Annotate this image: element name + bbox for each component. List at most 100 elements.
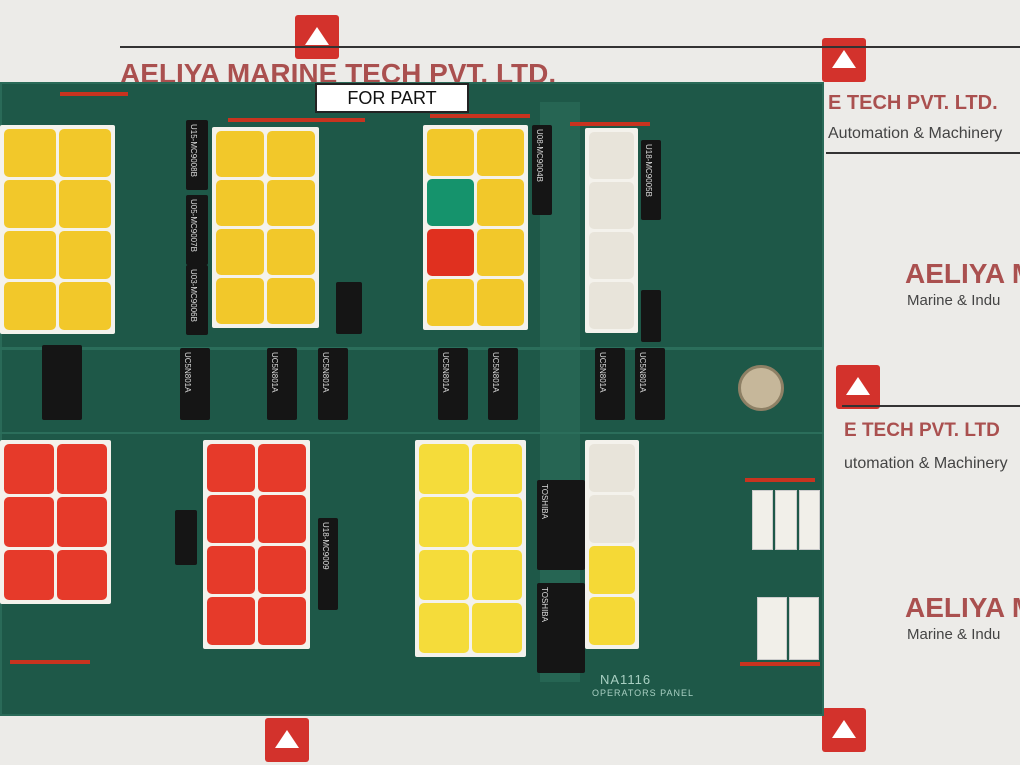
brand-logo — [265, 718, 309, 762]
led-button — [419, 444, 469, 494]
ic-chip: UC5N801A — [318, 348, 348, 420]
divider — [120, 46, 1020, 48]
ic-chip: UC5N801A — [595, 348, 625, 420]
ic-chip — [42, 345, 82, 420]
led-button — [589, 444, 635, 492]
led-button — [267, 180, 315, 226]
watermark-company: E TECH PVT. LTD. — [828, 92, 998, 114]
ic-chip — [175, 510, 197, 565]
led-button-block — [585, 440, 639, 649]
led-button — [267, 278, 315, 324]
buzzer — [738, 365, 784, 411]
ic-chip: U08-MC9004B — [532, 125, 552, 215]
led-bar-array — [752, 490, 820, 550]
part-number: NA1116 — [600, 672, 652, 687]
led-button — [57, 550, 107, 600]
ic-chip: U15-MC9008B — [186, 120, 208, 190]
led-button — [589, 182, 634, 229]
led-button-block — [423, 125, 528, 330]
divider — [826, 152, 1020, 154]
brand-logo — [295, 15, 339, 59]
led-button-block — [0, 125, 115, 334]
led-button — [267, 229, 315, 275]
led-button — [472, 603, 522, 653]
ic-chip: UC5N801A — [267, 348, 297, 420]
brand-logo — [836, 365, 880, 409]
ic-chip: U03-MC9006B — [186, 265, 208, 335]
led-button — [57, 497, 107, 547]
led-button — [267, 131, 315, 177]
led-button — [589, 546, 635, 594]
led-button — [207, 597, 255, 645]
watermark-tagline: utomation & Machinery — [844, 455, 1008, 472]
led-button — [4, 550, 54, 600]
led-button — [216, 278, 264, 324]
led-button — [4, 497, 54, 547]
ic-chip: UC5N801A — [180, 348, 210, 420]
led-button — [207, 495, 255, 543]
ic-chip: U18-MC9009 — [318, 518, 338, 610]
led-button — [258, 546, 306, 594]
brand-logo — [822, 708, 866, 752]
divider — [842, 405, 1020, 407]
led-button — [4, 231, 56, 279]
led-button-block — [415, 440, 526, 657]
ic-chip: U05-MC9007B — [186, 195, 208, 265]
led-button — [477, 229, 524, 276]
led-button — [472, 550, 522, 600]
led-button — [589, 282, 634, 329]
watermark-company: AELIYA MA — [905, 258, 1020, 289]
ic-chip: TOSHIBA — [537, 583, 585, 673]
watermark-company: AELIYA MA — [905, 592, 1020, 623]
led-button — [427, 229, 474, 276]
led-button — [59, 231, 111, 279]
led-button — [589, 495, 635, 543]
led-button — [207, 444, 255, 492]
led-button — [477, 129, 524, 176]
led-button — [207, 546, 255, 594]
led-button-block — [203, 440, 310, 649]
led-button — [216, 180, 264, 226]
led-button — [258, 495, 306, 543]
ic-chip: U18-MC9005B — [641, 140, 661, 220]
led-button — [427, 179, 474, 226]
led-button — [57, 444, 107, 494]
watermark-tagline: Marine & Indu — [907, 626, 1001, 643]
circuit-board — [0, 82, 824, 716]
ic-chip — [641, 290, 661, 342]
led-button — [59, 180, 111, 228]
ic-chip — [336, 282, 362, 334]
led-button — [589, 597, 635, 645]
for-part-sticker: FOR PART — [315, 83, 469, 113]
led-button — [419, 497, 469, 547]
led-button — [4, 180, 56, 228]
led-button — [589, 132, 634, 179]
led-button — [477, 179, 524, 226]
watermark-tagline: Automation & Machinery — [828, 125, 1003, 142]
led-button — [427, 279, 474, 326]
led-button — [4, 282, 56, 330]
panel-name: OPERATORS PANEL — [592, 688, 695, 698]
ic-chip: UC5N801A — [488, 348, 518, 420]
led-bar-array — [757, 597, 819, 660]
led-button — [258, 597, 306, 645]
led-button — [419, 603, 469, 653]
led-button — [427, 129, 474, 176]
ic-chip: UC5N801A — [635, 348, 665, 420]
led-button — [472, 444, 522, 494]
led-button — [4, 444, 54, 494]
led-button — [4, 129, 56, 177]
led-button — [419, 550, 469, 600]
led-button — [477, 279, 524, 326]
led-button — [216, 131, 264, 177]
watermark-company: E TECH PVT. LTD — [844, 420, 1000, 441]
led-button — [472, 497, 522, 547]
led-button-block — [212, 127, 319, 328]
ic-chip: UC5N801A — [438, 348, 468, 420]
led-button — [216, 229, 264, 275]
led-button-block — [0, 440, 111, 604]
led-button — [589, 232, 634, 279]
ic-chip: TOSHIBA — [537, 480, 585, 570]
led-button — [258, 444, 306, 492]
led-button — [59, 282, 111, 330]
